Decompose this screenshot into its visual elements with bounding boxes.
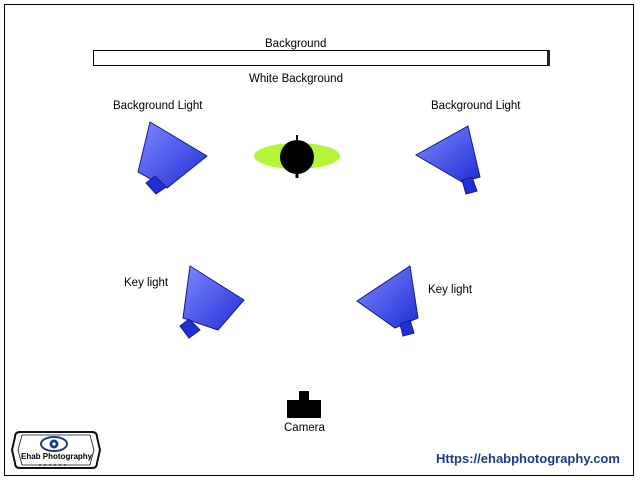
key-light-left-label: Key light: [124, 277, 169, 289]
background-light-left-label: Background Light: [113, 100, 203, 112]
eye-logo-icon: [10, 431, 102, 469]
white-background-label: White Background: [249, 73, 343, 85]
diagram-frame: [4, 4, 634, 476]
background-light-right-icon: [414, 125, 481, 195]
white-background-backdrop: [93, 50, 550, 66]
background-light-right-label: Background Light: [431, 100, 521, 112]
background-light-left-icon: [137, 121, 208, 195]
subject-icon: [254, 135, 340, 178]
background-label: Background: [265, 38, 327, 50]
camera-label: Camera: [284, 422, 325, 434]
key-light-right-icon: [356, 265, 419, 337]
key-light-right-label: Key light: [428, 284, 473, 296]
logo-text: Ehab Photography: [21, 452, 93, 461]
key-light-left-icon: [179, 265, 245, 339]
camera-icon: [287, 391, 321, 418]
website-url[interactable]: Https://ehabphotography.com: [436, 451, 620, 466]
